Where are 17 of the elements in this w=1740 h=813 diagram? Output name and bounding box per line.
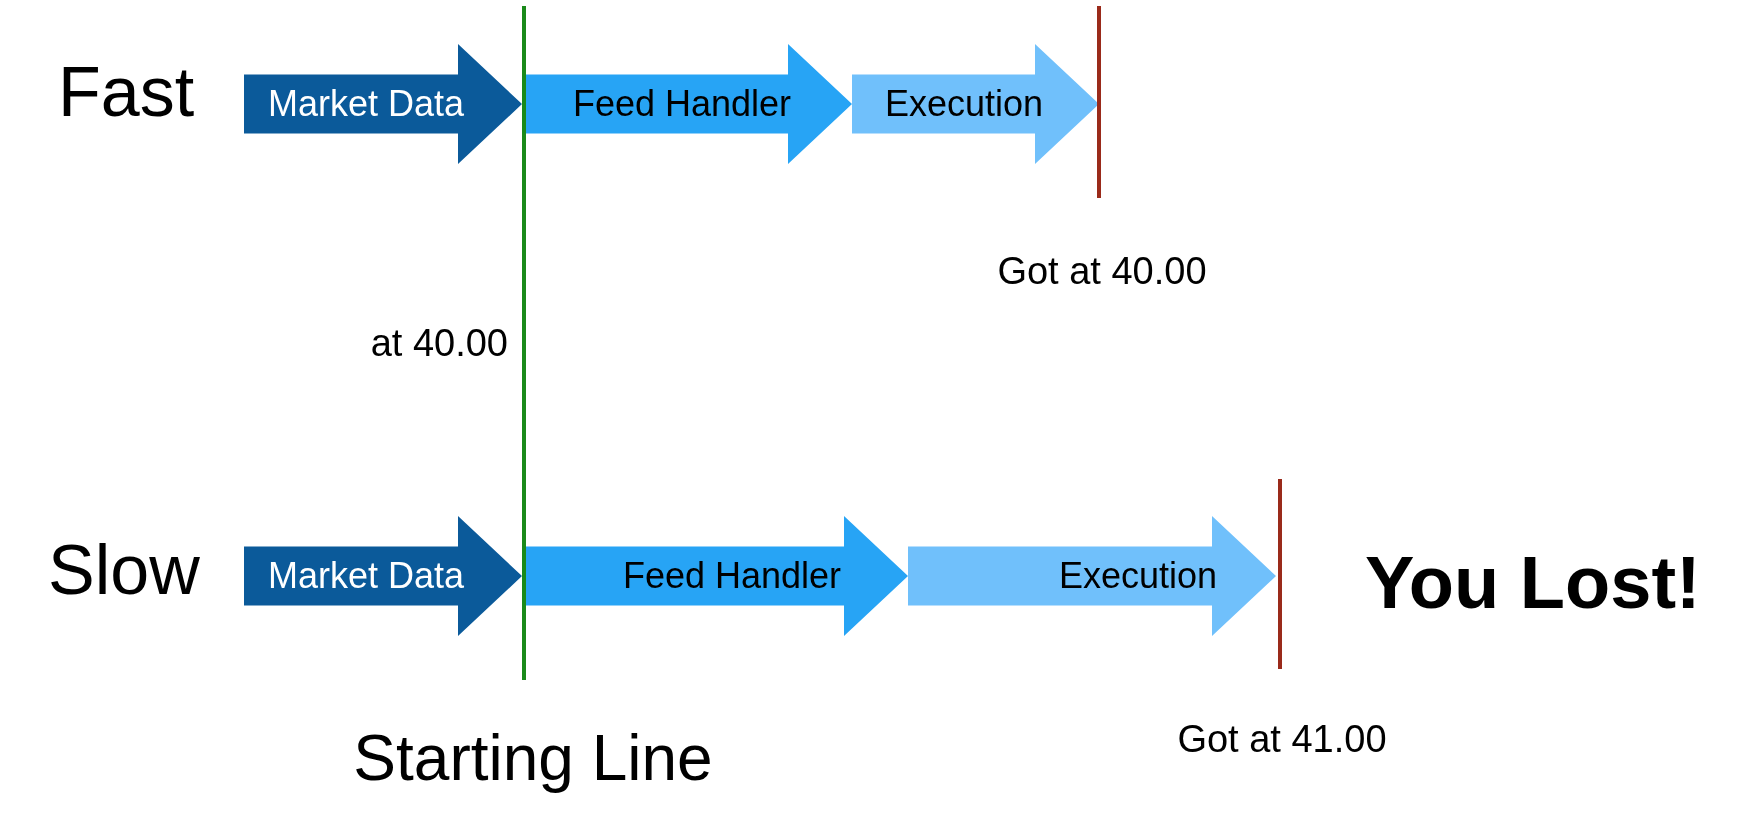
result-note: Got at 40.00 — [996, 250, 1208, 294]
step-label: Market Data — [267, 558, 465, 594]
row-title: Fast — [58, 52, 195, 133]
step-label: Market Data — [267, 86, 465, 122]
line-caption: Starting Line — [352, 722, 714, 796]
step-label: Execution — [884, 86, 1044, 122]
price-note: at 40.00 — [369, 322, 508, 366]
step-label: Feed Handler — [622, 558, 842, 594]
result-note: Got at 41.00 — [1176, 718, 1388, 762]
process-step-box — [852, 44, 1099, 164]
process-step-box — [244, 44, 522, 164]
result-heading: You Lost! — [1365, 540, 1701, 626]
row-title: Slow — [48, 530, 200, 611]
process-step-box — [244, 516, 522, 636]
step-label: Execution — [1058, 558, 1218, 594]
process-step-box — [908, 516, 1276, 636]
step-label: Feed Handler — [572, 86, 792, 122]
